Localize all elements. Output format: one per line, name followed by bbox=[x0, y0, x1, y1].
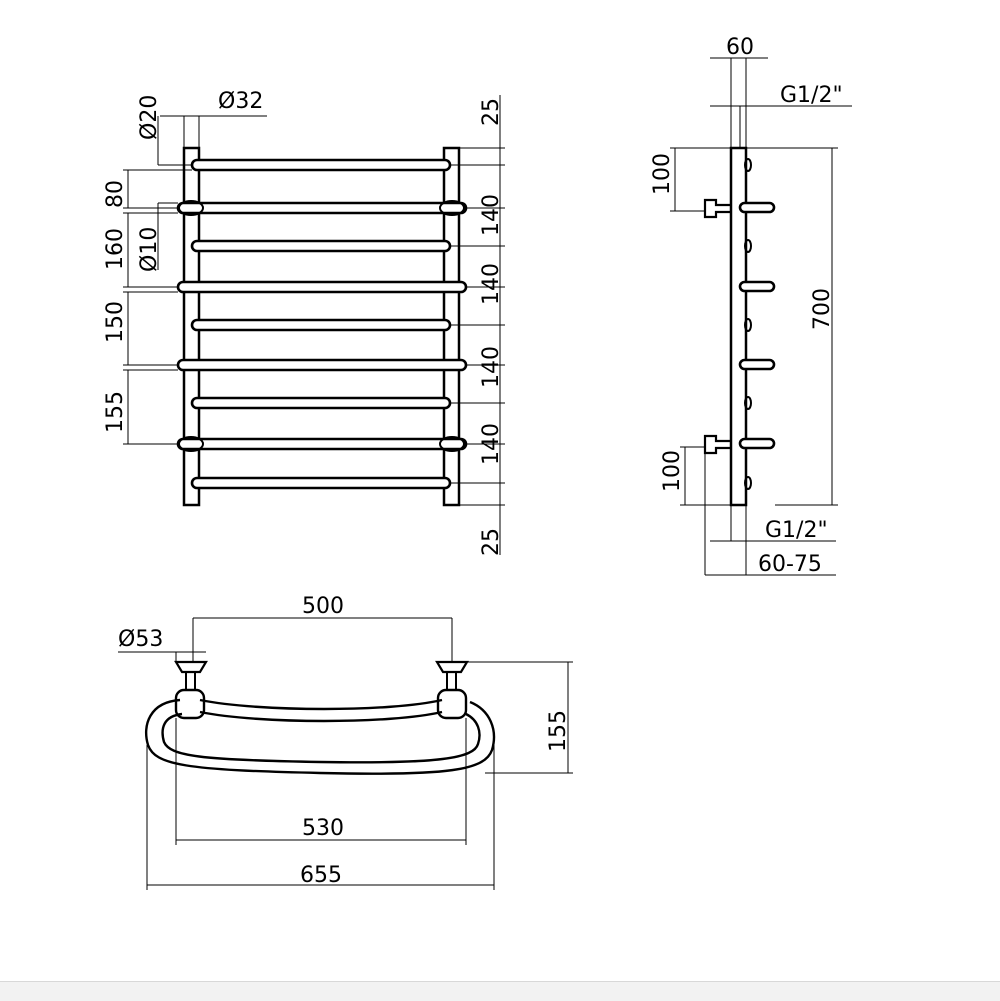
upper-arc-outer bbox=[199, 698, 443, 711]
dim-h100-bottom: 100 bbox=[660, 450, 685, 492]
wall-connector-top bbox=[703, 198, 731, 219]
dim-d20: Ø20 bbox=[137, 95, 162, 140]
rung bbox=[190, 318, 452, 332]
dim-h155: 155 bbox=[103, 391, 128, 433]
connection-boss bbox=[439, 200, 465, 216]
loop-inner bbox=[161, 712, 481, 764]
rung bbox=[176, 201, 468, 215]
bottom-strip bbox=[0, 981, 1000, 1001]
rung-stub bbox=[738, 201, 776, 214]
dim-h160: 160 bbox=[103, 228, 128, 270]
rung-end bbox=[744, 158, 752, 172]
left-dimension-lines bbox=[123, 115, 267, 445]
loop-outer bbox=[144, 698, 496, 775]
top-view: 500 Ø53 155 530 655 bbox=[118, 594, 573, 890]
dim-h700: 700 bbox=[810, 288, 835, 330]
dim-d53: Ø53 bbox=[118, 627, 163, 652]
connection-boss bbox=[178, 436, 204, 452]
rung-end bbox=[744, 476, 752, 490]
dim-bot25: 25 bbox=[479, 528, 504, 556]
dim-r140b: 140 bbox=[479, 263, 504, 305]
connection-boss bbox=[439, 436, 465, 452]
rung-stub bbox=[738, 280, 776, 293]
dim-top25: 25 bbox=[479, 98, 504, 126]
rungs bbox=[176, 158, 468, 490]
dim-w500: 500 bbox=[302, 594, 344, 619]
rung-end bbox=[744, 239, 752, 253]
rung-stub bbox=[738, 437, 776, 450]
dim-w655: 655 bbox=[300, 863, 342, 888]
dim-g-top: G1/2" bbox=[780, 83, 843, 108]
dim-h100-top: 100 bbox=[650, 153, 675, 195]
dim-d10: Ø10 bbox=[137, 227, 162, 272]
right-dimension-lines bbox=[450, 95, 505, 555]
dim-h155: 155 bbox=[546, 710, 571, 752]
rung bbox=[190, 158, 452, 172]
mounting-block-right bbox=[436, 688, 468, 720]
side-profile-bar bbox=[729, 146, 748, 507]
dim-w60: 60 bbox=[726, 35, 754, 60]
rung bbox=[190, 396, 452, 410]
front-view: Ø32 Ø20 80 160 Ø10 150 155 25 140 140 14… bbox=[103, 89, 505, 556]
rung bbox=[190, 476, 452, 490]
dim-r140c: 140 bbox=[479, 346, 504, 388]
wall-flange-left bbox=[174, 660, 208, 674]
dim-h80: 80 bbox=[103, 180, 128, 208]
upper-arc-inner bbox=[199, 710, 443, 723]
rung-end bbox=[744, 318, 752, 332]
dim-r140a: 140 bbox=[479, 194, 504, 236]
rung bbox=[176, 280, 468, 294]
dim-r140d: 140 bbox=[479, 423, 504, 465]
rung-stub bbox=[738, 358, 776, 371]
dim-w60-75: 60-75 bbox=[758, 552, 822, 577]
dim-h150: 150 bbox=[103, 301, 128, 343]
mounting-block-left bbox=[174, 688, 206, 720]
dim-d32: Ø32 bbox=[218, 89, 263, 114]
rung bbox=[176, 358, 468, 372]
side-view: 60 G1/2" 100 700 100 G1/2" 60-75 bbox=[650, 35, 852, 577]
wall-connector-bottom bbox=[703, 434, 731, 455]
dim-g-bottom: G1/2" bbox=[765, 518, 828, 543]
connection-boss bbox=[178, 200, 204, 216]
dim-w530: 530 bbox=[302, 816, 344, 841]
rung bbox=[176, 437, 468, 451]
rung-end bbox=[744, 396, 752, 410]
rung bbox=[190, 239, 452, 253]
wall-flange-right bbox=[435, 660, 469, 674]
